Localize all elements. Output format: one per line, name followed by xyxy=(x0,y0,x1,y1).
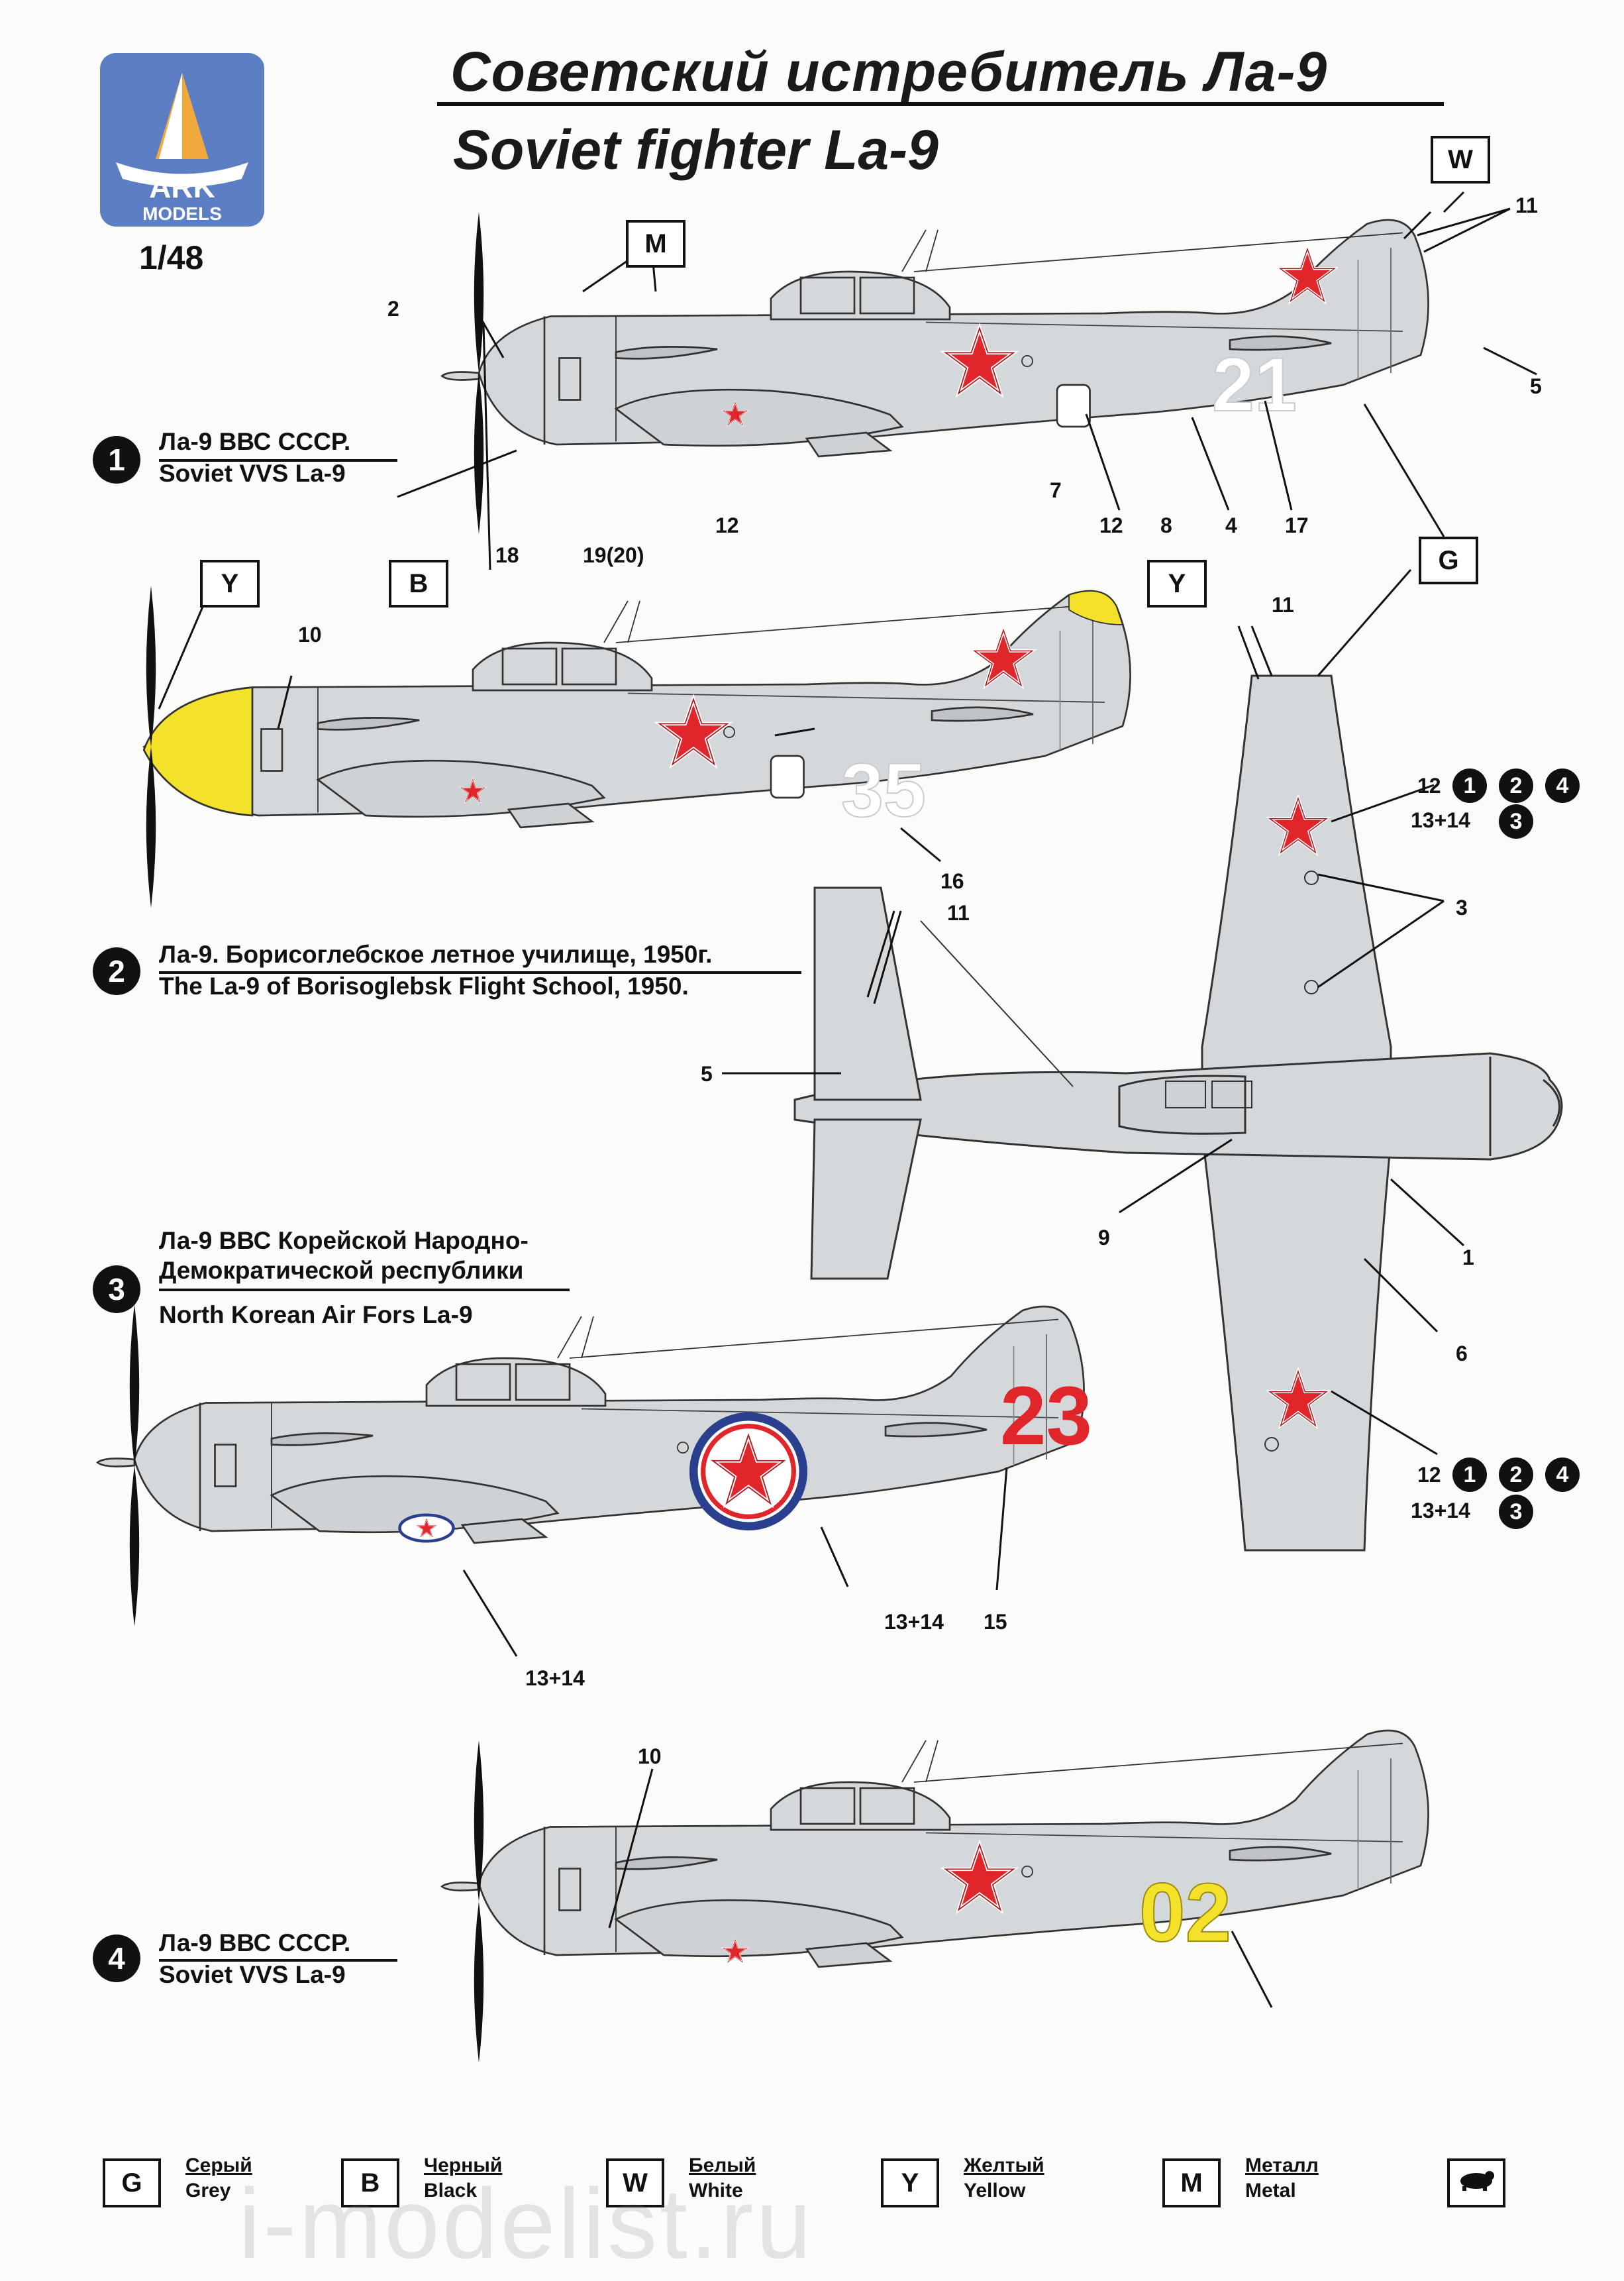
color-box-b: B xyxy=(389,560,448,608)
title-en: Soviet fighter La-9 xyxy=(453,119,939,181)
legend-grey-ru: Серый xyxy=(185,2154,252,2176)
scheme-2-title-ru: Ла-9. Борисоглебское летное училище, 195… xyxy=(159,941,713,968)
scheme-4-title-ru: Ла-9 ВВС СССР. xyxy=(159,1929,351,1956)
legend-white-ru: Белый xyxy=(689,2154,756,2176)
callout-11c: 11 xyxy=(947,901,970,925)
legend-metal-ru: Металл xyxy=(1245,2154,1319,2176)
callout-12a: 12 xyxy=(1099,513,1123,537)
logo-sub: MODELS xyxy=(142,203,222,224)
callout-2: 2 xyxy=(387,297,399,321)
legend-box-metal: M xyxy=(1162,2158,1221,2207)
legend-box-yellow: Y xyxy=(881,2158,939,2207)
aircraft-1-number: 21 xyxy=(1212,343,1297,427)
plan-disc-lower-1: 1 xyxy=(1452,1458,1487,1492)
aircraft-3-number: 23 xyxy=(1000,1370,1092,1462)
callout-9: 9 xyxy=(1098,1226,1110,1249)
legend-metal-en: Metal xyxy=(1245,2180,1296,2201)
aircraft-4-number: 02 xyxy=(1139,1867,1231,1959)
scheme-4-number: 4 xyxy=(93,1935,140,1982)
legend-yellow-ru: Желтый xyxy=(964,2154,1044,2176)
legend-box-white: W xyxy=(606,2158,664,2207)
callout-5b: 5 xyxy=(701,1062,713,1086)
scheme-3-rule xyxy=(159,1289,570,1291)
callout-3: 3 xyxy=(1456,896,1468,920)
legend-black-ru: Черный xyxy=(424,2154,503,2176)
plan-ref-lower-num: 12 xyxy=(1417,1463,1441,1487)
aircraft-2-number: 35 xyxy=(841,748,926,833)
scheme-1-rule xyxy=(159,459,397,462)
watermark: i-modelist.ru xyxy=(238,2168,814,2279)
plan-disc-upper-2: 2 xyxy=(1499,769,1533,803)
scheme-2-number: 2 xyxy=(93,947,140,995)
callout-17: 17 xyxy=(1285,513,1309,537)
scheme-3-title-ru-2: Демократической республики xyxy=(159,1257,524,1284)
title-rule xyxy=(437,102,1444,106)
callout-13-14b: 13+14 xyxy=(525,1666,585,1690)
callout-16: 16 xyxy=(940,869,964,893)
plan-ref-upper-sub: 13+14 xyxy=(1411,808,1470,832)
callout-11a: 11 xyxy=(1515,193,1538,217)
legend-box-extra xyxy=(1447,2158,1505,2207)
scheme-1-title-ru: Ла-9 ВВС СССР. xyxy=(159,428,351,455)
scheme-4-rule xyxy=(159,1959,397,1962)
callout-19-20: 19(20) xyxy=(583,543,644,567)
color-box-m: M xyxy=(626,220,685,268)
ark-models-logo: ARK MODELS xyxy=(100,53,264,227)
color-box-w: W xyxy=(1431,136,1490,184)
legend-animal-icon xyxy=(1460,2171,1494,2191)
callout-15: 15 xyxy=(984,1610,1007,1634)
legend-box-black: B xyxy=(341,2158,399,2207)
scheme-1-title-en: Soviet VVS La-9 xyxy=(159,460,346,487)
callout-18: 18 xyxy=(495,543,519,567)
title-ru: Советский истребитель Ла-9 xyxy=(450,40,1328,103)
plan-ref-upper-num: 12 xyxy=(1417,774,1441,798)
callout-7: 7 xyxy=(1050,478,1062,502)
plan-disc-upper-1: 1 xyxy=(1452,769,1487,803)
callout-13-14a: 13+14 xyxy=(884,1610,944,1634)
scheme-2-rule xyxy=(159,971,801,974)
scheme-1-number: 1 xyxy=(93,436,140,484)
scheme-3-title-en: North Korean Air Fors La-9 xyxy=(159,1301,473,1328)
plan-disc-lower-4: 4 xyxy=(1545,1458,1580,1492)
legend-box-grey: G xyxy=(103,2158,161,2207)
callout-6: 6 xyxy=(1456,1342,1468,1365)
callout-10a: 10 xyxy=(298,623,322,647)
legend-black-en: Black xyxy=(424,2180,478,2201)
legend-yellow-en: Yellow xyxy=(964,2180,1026,2201)
plan-disc-lower-2: 2 xyxy=(1499,1458,1533,1492)
plan-ref-lower-sub: 13+14 xyxy=(1411,1499,1470,1522)
callout-10b: 10 xyxy=(638,1744,662,1768)
color-box-g: G xyxy=(1419,537,1478,584)
color-box-y1: Y xyxy=(200,560,260,608)
scheme-4-title-en: Soviet VVS La-9 xyxy=(159,1961,346,1988)
callout-4: 4 xyxy=(1225,513,1237,537)
scheme-3-title-ru-1: Ла-9 ВВС Корейской Народно- xyxy=(159,1227,529,1254)
aircraft-2-side-view xyxy=(142,586,1131,908)
aircraft-3-side-view xyxy=(96,1304,1085,1626)
scheme-2-title-en: The La-9 of Borisoglebsk Flight School, … xyxy=(159,973,689,1000)
scheme-3-number: 3 xyxy=(93,1265,140,1313)
callout-12b: 12 xyxy=(715,513,739,537)
callout-8: 8 xyxy=(1160,513,1172,537)
aircraft-plan-view xyxy=(793,674,1563,1552)
plan-disc-upper-3: 3 xyxy=(1499,804,1533,839)
plan-disc-lower-3: 3 xyxy=(1499,1495,1533,1529)
callout-1: 1 xyxy=(1462,1246,1474,1269)
legend-grey-en: Grey xyxy=(185,2180,231,2201)
plan-disc-upper-4: 4 xyxy=(1545,769,1580,803)
aircraft-1-side-view xyxy=(440,212,1429,534)
scale-label: 1/48 xyxy=(139,239,204,276)
aircraft-4-side-view xyxy=(440,1729,1429,2062)
callout-11b: 11 xyxy=(1272,593,1294,617)
legend-white-en: White xyxy=(689,2180,743,2201)
callout-5a: 5 xyxy=(1530,374,1542,398)
color-box-y2: Y xyxy=(1147,560,1207,608)
logo-text: ARK xyxy=(149,170,215,204)
